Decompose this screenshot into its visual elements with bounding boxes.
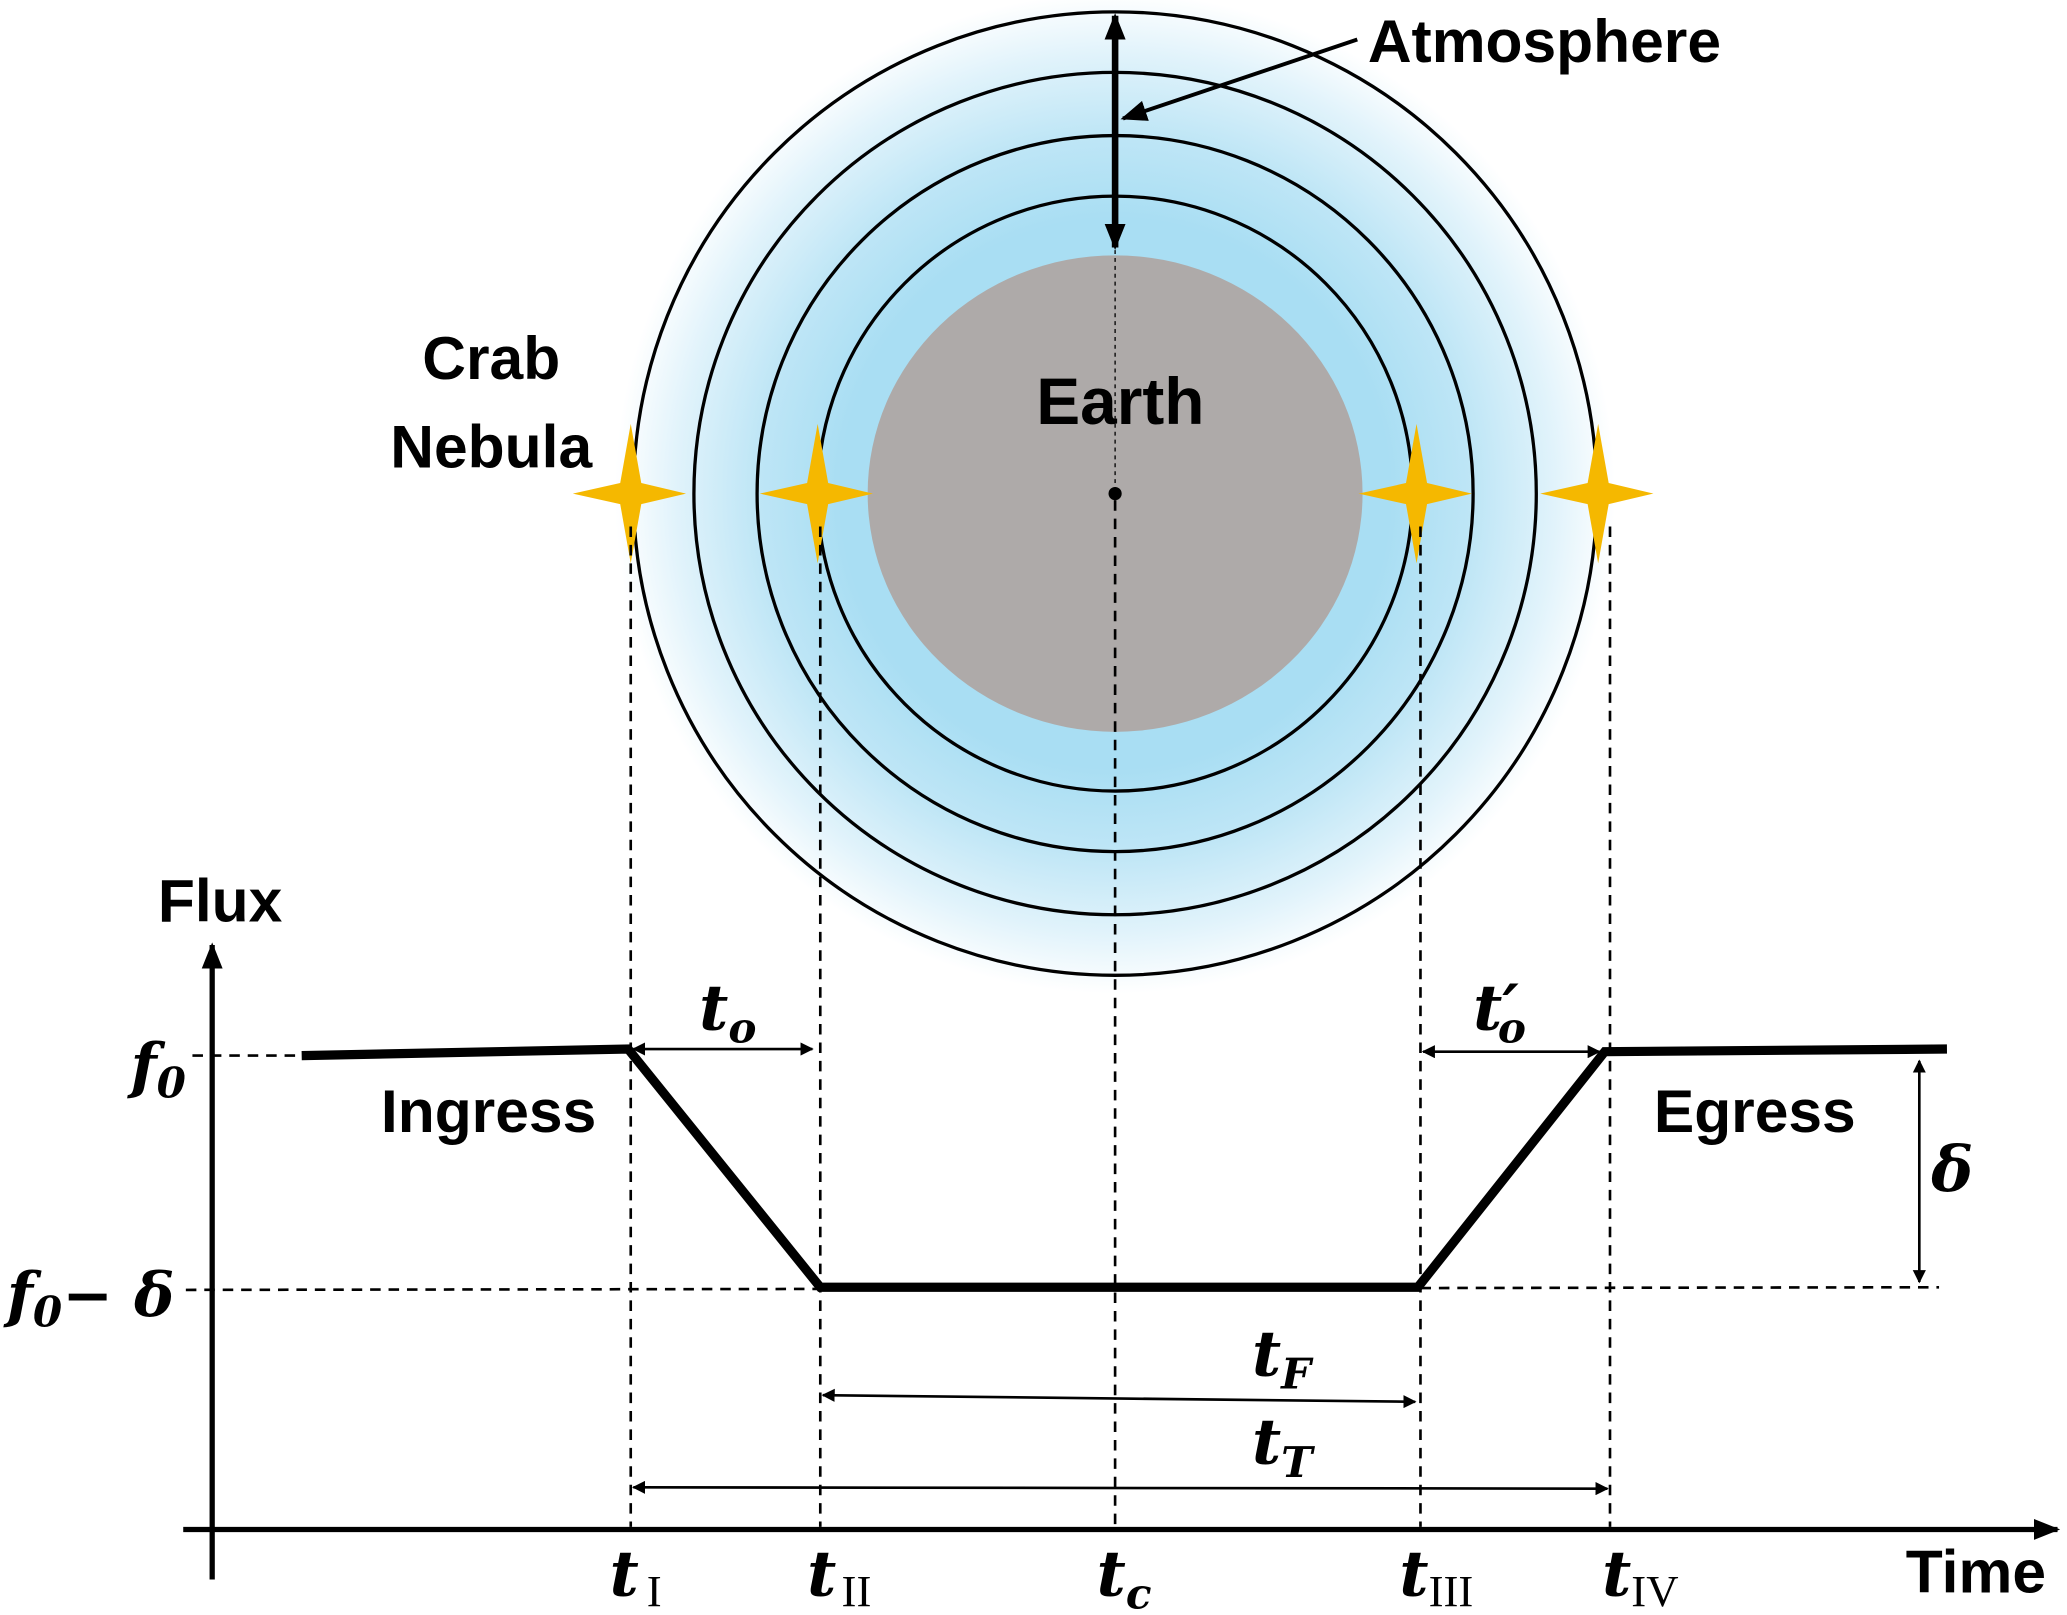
to-label: to <box>699 970 756 1052</box>
f0-label: f0 <box>127 1031 186 1108</box>
tIII-label: tIII <box>1399 1536 1473 1615</box>
atmosphere-pointer <box>1120 37 1358 121</box>
star-icon <box>572 423 687 564</box>
crab-label-line2: Nebula <box>390 412 593 480</box>
star-icon <box>759 423 873 564</box>
tT-arrow <box>632 1480 1609 1496</box>
flux-axis-label: Flux <box>158 866 283 934</box>
to-prime-label: t′o <box>1473 970 1526 1052</box>
crab-nebula-stars <box>572 423 1654 564</box>
delta-label: δ <box>1930 1132 1973 1206</box>
star-icon <box>1358 423 1472 564</box>
atmosphere-label: Atmosphere <box>1368 7 1721 75</box>
tc-label: tc <box>1097 1536 1152 1615</box>
earth-label: Earth <box>1036 364 1204 438</box>
tT-label: tT <box>1252 1405 1315 1487</box>
f0-minus-delta-level <box>185 1285 1940 1292</box>
contact-time-guides <box>629 500 1612 1527</box>
time-axis-label: Time <box>1906 1538 2046 1606</box>
crab-label-line1: Crab <box>422 324 560 392</box>
earth-center-dot <box>1108 487 1122 501</box>
ingress-label: Ingress <box>381 1077 596 1145</box>
light-curve <box>301 1044 1947 1292</box>
f0-minus-delta-label: f0− δ <box>3 1260 175 1337</box>
tIV-label: tIV <box>1602 1536 1678 1615</box>
tF-arrow <box>821 1388 1417 1409</box>
star-icon <box>1540 423 1654 564</box>
tF-label: tF <box>1252 1316 1314 1398</box>
egress-label: Egress <box>1654 1077 1856 1145</box>
